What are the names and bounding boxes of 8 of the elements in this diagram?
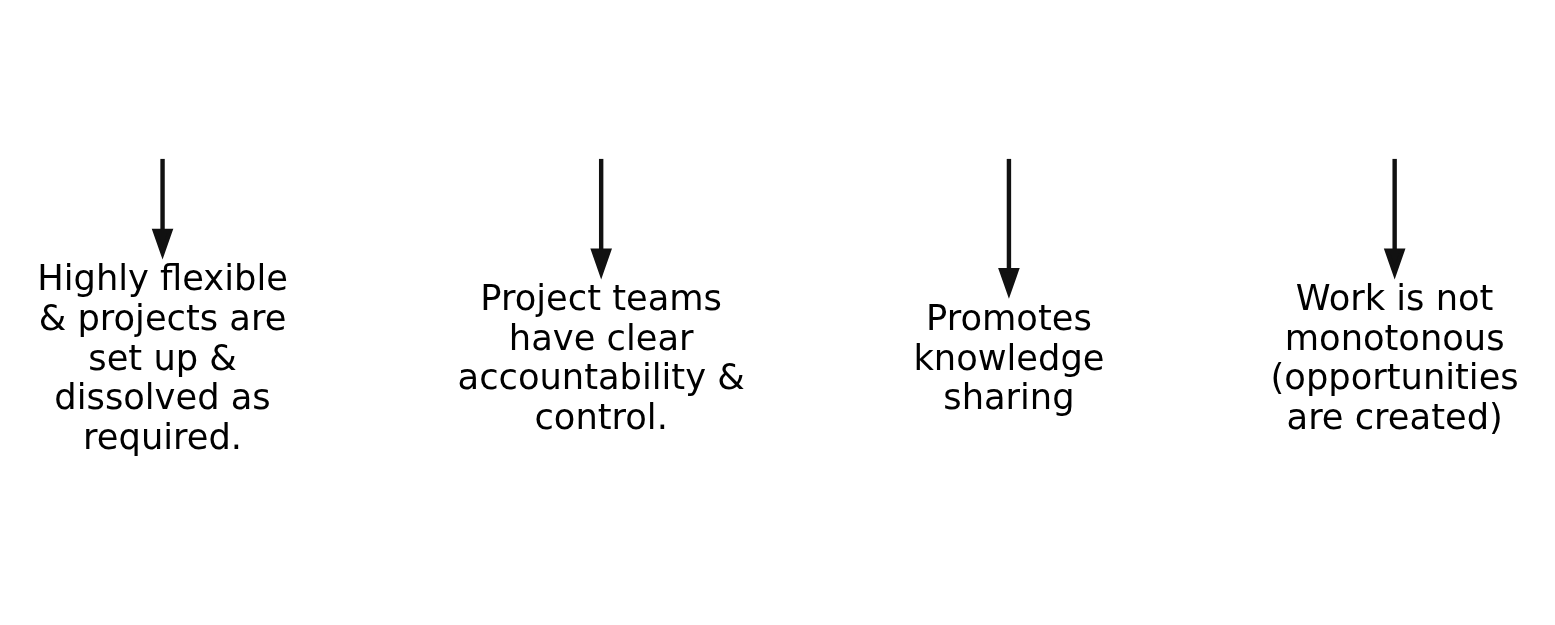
arrow (998, 158, 1020, 299)
arrow (1383, 158, 1406, 279)
arrow (151, 158, 174, 260)
node-text: Project teams have clear accountability & control. (457, 276, 745, 437)
arrow (590, 158, 612, 279)
node-text: Work is not monotonous (opportunities are created) (1270, 276, 1519, 437)
node-text: Highly flexible & projects are set up & dissolved as required. (37, 256, 288, 457)
node-text: Promotes knowledge sharing (913, 296, 1105, 417)
